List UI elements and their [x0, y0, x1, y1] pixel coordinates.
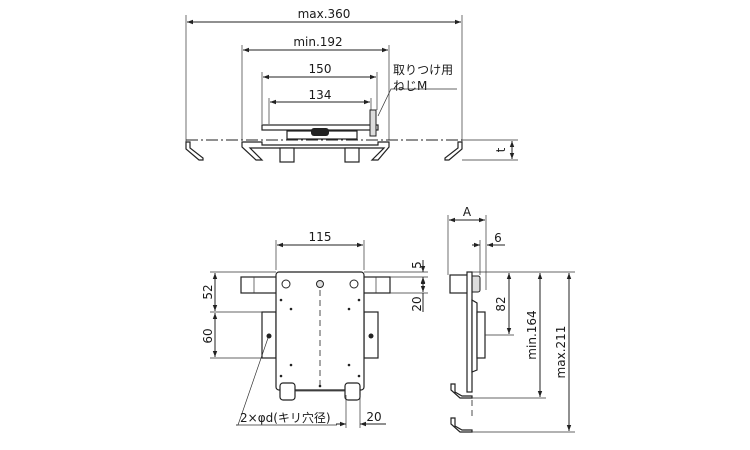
a-label: A [463, 205, 472, 219]
max-width-label: max.360 [298, 7, 351, 21]
bracket-height-label: 60 [201, 328, 215, 343]
offset-label: 6 [494, 231, 502, 245]
side-hook-upper [450, 383, 473, 399]
front-view: 115 52 60 [201, 230, 428, 428]
knob [311, 128, 329, 136]
hole-left [266, 333, 272, 339]
side-bracket [476, 311, 486, 359]
thickness-label: t [494, 147, 508, 152]
upper-height-label: 52 [201, 284, 215, 299]
foot-left [279, 382, 296, 401]
side-hook-lower [450, 417, 473, 433]
hook-left [185, 141, 204, 161]
plate-hole [281, 279, 291, 289]
min-height-label: min.164 [525, 310, 539, 359]
top-view: max.360 min.192 150 134 取りつけ用 ねじM [185, 7, 518, 163]
screw-note-line1: 取りつけ用 [393, 63, 453, 77]
hole-right [368, 333, 374, 339]
arm-offset-label: 5 [410, 261, 424, 269]
plate-hole [349, 279, 359, 289]
hole-pitch-label: 134 [309, 88, 332, 102]
hook-right [444, 141, 463, 161]
height-82-label: 82 [494, 296, 508, 311]
side-plate [466, 271, 473, 393]
arm-height-label: 20 [410, 296, 424, 311]
plate-width-label: 115 [309, 230, 332, 244]
foot-width-label: 20 [366, 410, 381, 424]
side-arm [449, 274, 469, 294]
arm-left [240, 276, 278, 294]
mount-holes [279, 298, 361, 388]
arm-right [362, 276, 391, 294]
screw-note-line2: ねじM [393, 79, 427, 93]
min-width-label: min.192 [293, 35, 342, 49]
side-hinge [471, 298, 478, 373]
screw-leader [377, 88, 457, 117]
hole-note: 2×φd(キリ穴径) [240, 410, 331, 425]
side-view: A 6 82 min.164 max.211 [447, 205, 575, 433]
center-knob [316, 280, 324, 288]
foot-right [344, 382, 361, 401]
foot-left [279, 147, 295, 163]
plate-width-label: 150 [309, 62, 332, 76]
clamp-body [241, 141, 390, 161]
max-height-label: max.211 [554, 326, 568, 379]
foot-right [344, 147, 360, 163]
mounting-screw [369, 109, 377, 137]
